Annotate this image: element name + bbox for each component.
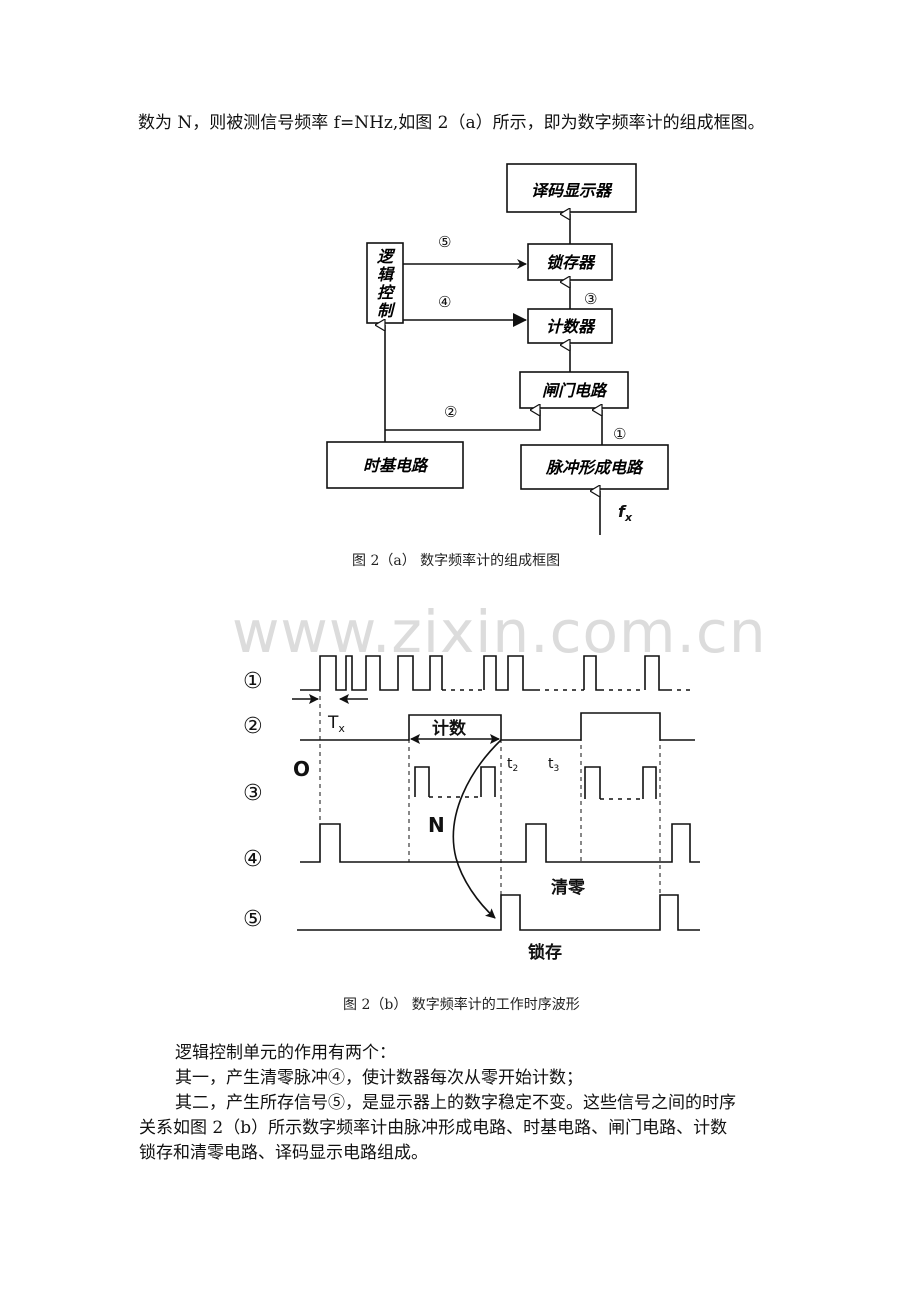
latch-label-timing: 锁存 — [528, 942, 562, 963]
decoder-display-label: 译码显示器 — [531, 181, 613, 200]
decoder-display-block: 译码显示器 — [506, 163, 637, 213]
n-label: N — [428, 813, 445, 837]
gate-label: 闸门电路 — [542, 381, 608, 400]
row-label-1: ① — [243, 669, 263, 694]
paragraph-1: 逻辑控制单元的作用有两个： — [175, 1043, 396, 1063]
signal-2-label: ② — [444, 403, 457, 421]
waveform-3 — [414, 766, 430, 797]
counter-block: 计数器 — [527, 308, 613, 344]
paragraph-3-line-2: 关系如图 2（b）所示数字频率计由脉冲形成电路、时基电路、闸门电路、计数 — [139, 1118, 728, 1138]
signal-1-label: ① — [613, 425, 626, 443]
waveform-4 — [300, 823, 700, 863]
transfer-curve — [452, 739, 502, 919]
timebase-label: 时基电路 — [363, 456, 429, 475]
watermark: www.zixin.com.cn — [232, 598, 767, 666]
signal-3-label: ③ — [584, 290, 597, 308]
signal-4-label: ④ — [438, 293, 451, 311]
logic-control-char-4: 制 — [377, 301, 396, 320]
figure-2b-caption: 图 2（b） 数字频率计的工作时序波形 — [343, 997, 580, 1013]
waveform-1-b — [483, 655, 536, 691]
latch-label: 锁存器 — [546, 253, 596, 272]
waveform-3-c — [584, 766, 601, 799]
waveform-3-dots — [429, 796, 643, 800]
tx-label: Tx — [327, 713, 345, 735]
intro-text: 数为 N，则被测信号频率 f=NHz,如图 2（a）所示，即为数字频率计的组成框… — [138, 113, 765, 133]
latch-block: 锁存器 — [527, 243, 613, 281]
waveform-3-d — [642, 766, 657, 799]
count-label: 计数 — [432, 718, 467, 739]
pulse-shaper-block: 脉冲形成电路 — [520, 444, 669, 490]
waveform-5 — [297, 894, 700, 931]
row-label-2: ② — [243, 714, 263, 739]
waveform-3-b — [480, 766, 496, 797]
timebase-to-gate-line — [385, 410, 541, 431]
timing-diagram: ① ② ③ ④ ⑤ O — [243, 655, 700, 963]
pulse-shaper-label: 脉冲形成电路 — [545, 458, 644, 477]
figure-2a-caption: 图 2（a） 数字频率计的组成框图 — [352, 553, 561, 569]
timebase-block: 时基电路 — [326, 441, 464, 489]
origin-label: O — [293, 757, 310, 781]
logic-control-char-2: 辑 — [377, 265, 395, 284]
clear-label: 清零 — [551, 877, 586, 898]
block-diagram: 译码显示器 锁存器 计数器 闸门电路 时基电路 脉冲形成电路 逻 辑 控 制 — [326, 163, 669, 535]
logic-control-char-1: 逻 — [377, 247, 396, 266]
waveform-2 — [300, 712, 695, 741]
logic-control-char-3: 控 — [377, 283, 396, 302]
row-label-5: ⑤ — [243, 907, 263, 932]
paragraph-3-line-1: 其二，产生所存信号⑤，是显示器上的数字稳定不变。这些信号之间的时序 — [175, 1093, 736, 1113]
t3-label: t3 — [548, 756, 559, 774]
waveform-1 — [300, 655, 443, 691]
waveform-1-c — [583, 655, 600, 691]
paragraph-2: 其一，产生清零脉冲④，使计数器每次从零开始计数； — [175, 1068, 583, 1088]
paragraph-3-line-3: 锁存和清零电路、译码显示电路组成。 — [139, 1143, 428, 1163]
signal-5-label: ⑤ — [438, 233, 451, 251]
row-label-4: ④ — [243, 847, 263, 872]
counter-label: 计数器 — [546, 317, 596, 336]
t2-label: t2 — [507, 756, 518, 774]
input-fx-label: fx — [618, 502, 633, 524]
logic-control-block: 逻 辑 控 制 — [366, 242, 404, 324]
waveform-1-d — [644, 655, 668, 691]
row-label-3: ③ — [243, 781, 263, 806]
gate-block: 闸门电路 — [519, 371, 629, 409]
